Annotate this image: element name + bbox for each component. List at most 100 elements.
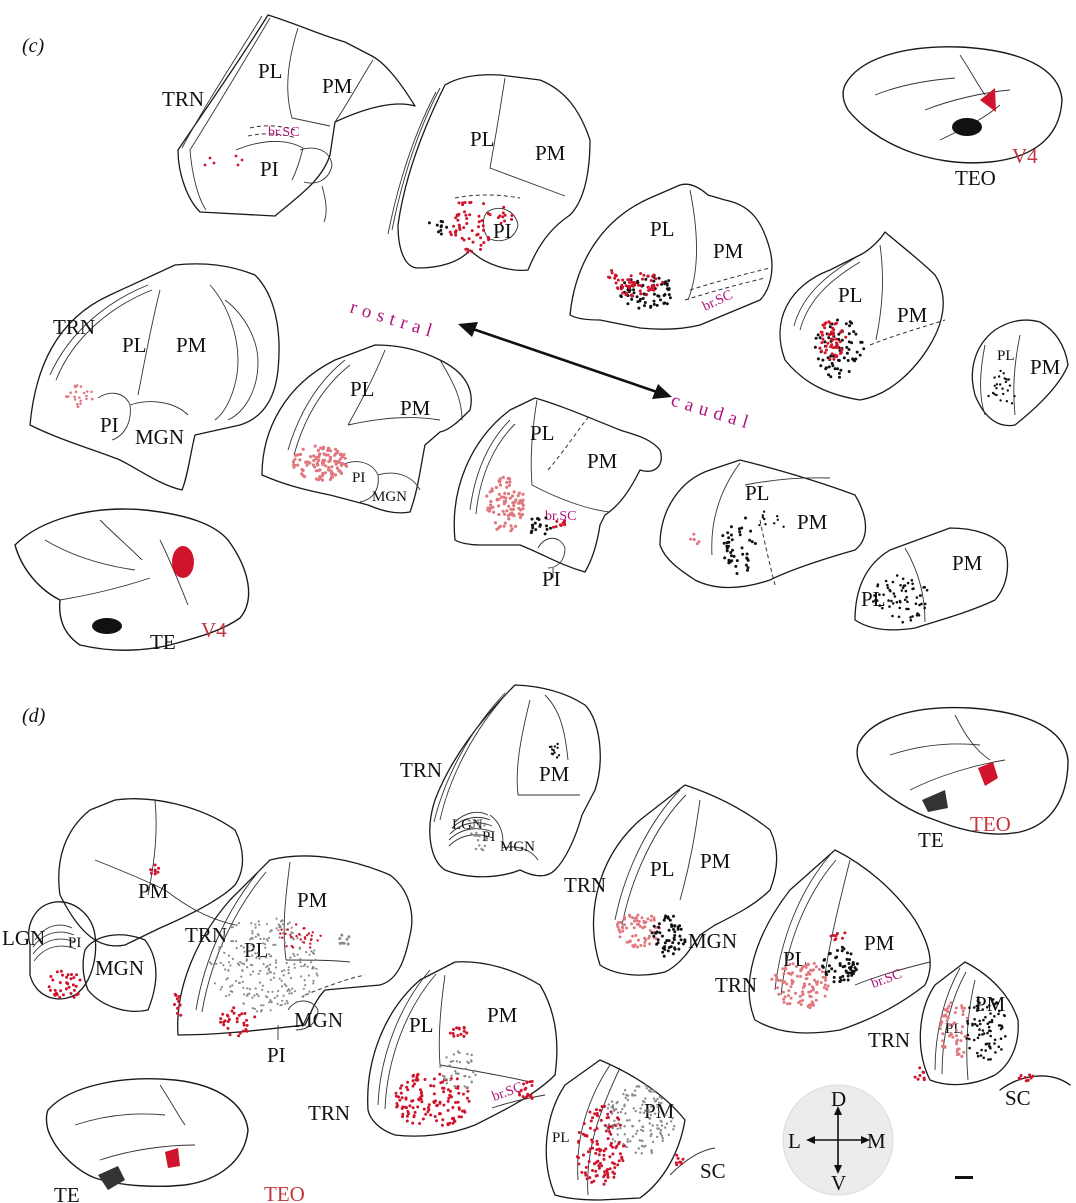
- labelled-cell: [645, 1085, 647, 1087]
- labelled-cell: [511, 501, 514, 504]
- labelled-cell: [751, 540, 754, 543]
- labelled-cell: [667, 949, 670, 952]
- labelled-cell: [643, 1112, 645, 1114]
- labelled-cell: [266, 923, 268, 925]
- labelled-cell: [449, 1079, 451, 1081]
- labelled-cell: [632, 945, 635, 948]
- labelled-cell: [287, 969, 289, 971]
- labelled-cell: [309, 943, 311, 945]
- labelled-cell: [608, 1103, 610, 1105]
- c-s7-mgn: MGN: [372, 489, 407, 505]
- labelled-cell: [788, 972, 791, 975]
- labelled-cell: [636, 923, 639, 926]
- labelled-cell: [79, 403, 82, 406]
- labelled-cell: [268, 937, 270, 939]
- labelled-cell: [962, 1013, 965, 1016]
- labelled-cell: [482, 229, 485, 232]
- labelled-cell: [286, 990, 288, 992]
- labelled-cell: [72, 976, 75, 979]
- labelled-cell: [1011, 402, 1013, 404]
- labelled-cell: [981, 1008, 984, 1011]
- labelled-cell: [1030, 1077, 1033, 1080]
- labelled-cell: [452, 225, 455, 228]
- labelled-cell: [415, 1078, 418, 1081]
- labelled-cell: [645, 293, 648, 296]
- labelled-cell: [852, 330, 855, 333]
- labelled-cell: [505, 486, 508, 489]
- labelled-cell: [305, 464, 308, 467]
- labelled-cell: [882, 593, 885, 596]
- labelled-cell: [622, 1143, 624, 1145]
- labelled-cell: [257, 952, 259, 954]
- labelled-cell: [828, 365, 831, 368]
- labelled-cell: [468, 201, 471, 204]
- labelled-cell: [308, 974, 310, 976]
- labelled-cell: [873, 594, 876, 597]
- labelled-cell: [891, 615, 894, 618]
- labelled-cell: [659, 1096, 661, 1098]
- labelled-cell: [439, 1081, 442, 1084]
- labelled-cell: [851, 970, 854, 973]
- labelled-cell: [673, 930, 676, 933]
- labelled-cell: [502, 211, 505, 214]
- labelled-cell: [621, 1108, 623, 1110]
- labelled-cell: [482, 224, 485, 227]
- labelled-cell: [998, 1010, 1001, 1013]
- labelled-cell: [835, 354, 838, 357]
- labelled-cell: [316, 975, 318, 977]
- d-s4-pl: PL: [650, 857, 675, 881]
- labelled-cell: [454, 234, 457, 237]
- labelled-cell: [643, 1101, 645, 1103]
- labelled-cell: [544, 532, 547, 535]
- labelled-cell: [346, 938, 349, 941]
- labelled-cell: [822, 338, 825, 341]
- d-s2-mgn: MGN: [95, 956, 144, 980]
- d-s5-pm: PM: [864, 931, 895, 955]
- labelled-cell: [334, 448, 337, 451]
- labelled-cell: [658, 1102, 660, 1104]
- labelled-cell: [672, 915, 675, 918]
- labelled-cell: [422, 1118, 425, 1121]
- labelled-cell: [734, 565, 737, 568]
- labelled-cell: [614, 1140, 616, 1142]
- labelled-cell: [650, 1105, 652, 1107]
- labelled-cell: [609, 1144, 612, 1147]
- labelled-cell: [730, 554, 733, 557]
- labelled-cell: [986, 1032, 989, 1035]
- labelled-cell: [447, 1109, 450, 1112]
- labelled-cell: [754, 542, 757, 545]
- labelled-cell: [239, 961, 241, 963]
- labelled-cell: [479, 248, 482, 251]
- labelled-cell: [831, 362, 834, 365]
- labelled-cell: [627, 1099, 629, 1101]
- labelled-cell: [611, 1153, 614, 1156]
- labelled-cell: [427, 1108, 430, 1111]
- labelled-cell: [303, 941, 305, 943]
- labelled-cell: [577, 1141, 580, 1144]
- labelled-cell: [600, 1164, 603, 1167]
- labelled-cell: [423, 1108, 426, 1111]
- labelled-cell: [466, 1053, 468, 1055]
- labelled-cell: [526, 1093, 529, 1096]
- labelled-cell: [312, 982, 314, 984]
- d-s7-pl: PL: [552, 1130, 570, 1146]
- labelled-cell: [531, 1084, 534, 1087]
- labelled-cell: [648, 942, 651, 945]
- labelled-cell: [218, 949, 220, 951]
- labelled-cell: [432, 1085, 435, 1088]
- labelled-cell: [256, 993, 258, 995]
- labelled-cell: [987, 395, 989, 397]
- labelled-cell: [623, 281, 626, 284]
- labelled-cell: [984, 1016, 987, 1019]
- labelled-cell: [596, 1143, 599, 1146]
- labelled-cell: [446, 1079, 448, 1081]
- labelled-cell: [231, 984, 233, 986]
- labelled-cell: [556, 747, 558, 749]
- labelled-cell: [530, 1096, 533, 1099]
- labelled-cell: [650, 1114, 652, 1116]
- labelled-cell: [823, 959, 826, 962]
- c-s1-pm: PM: [322, 74, 353, 98]
- labelled-cell: [845, 322, 848, 325]
- labelled-cell: [656, 1136, 658, 1138]
- labelled-cell: [229, 986, 231, 988]
